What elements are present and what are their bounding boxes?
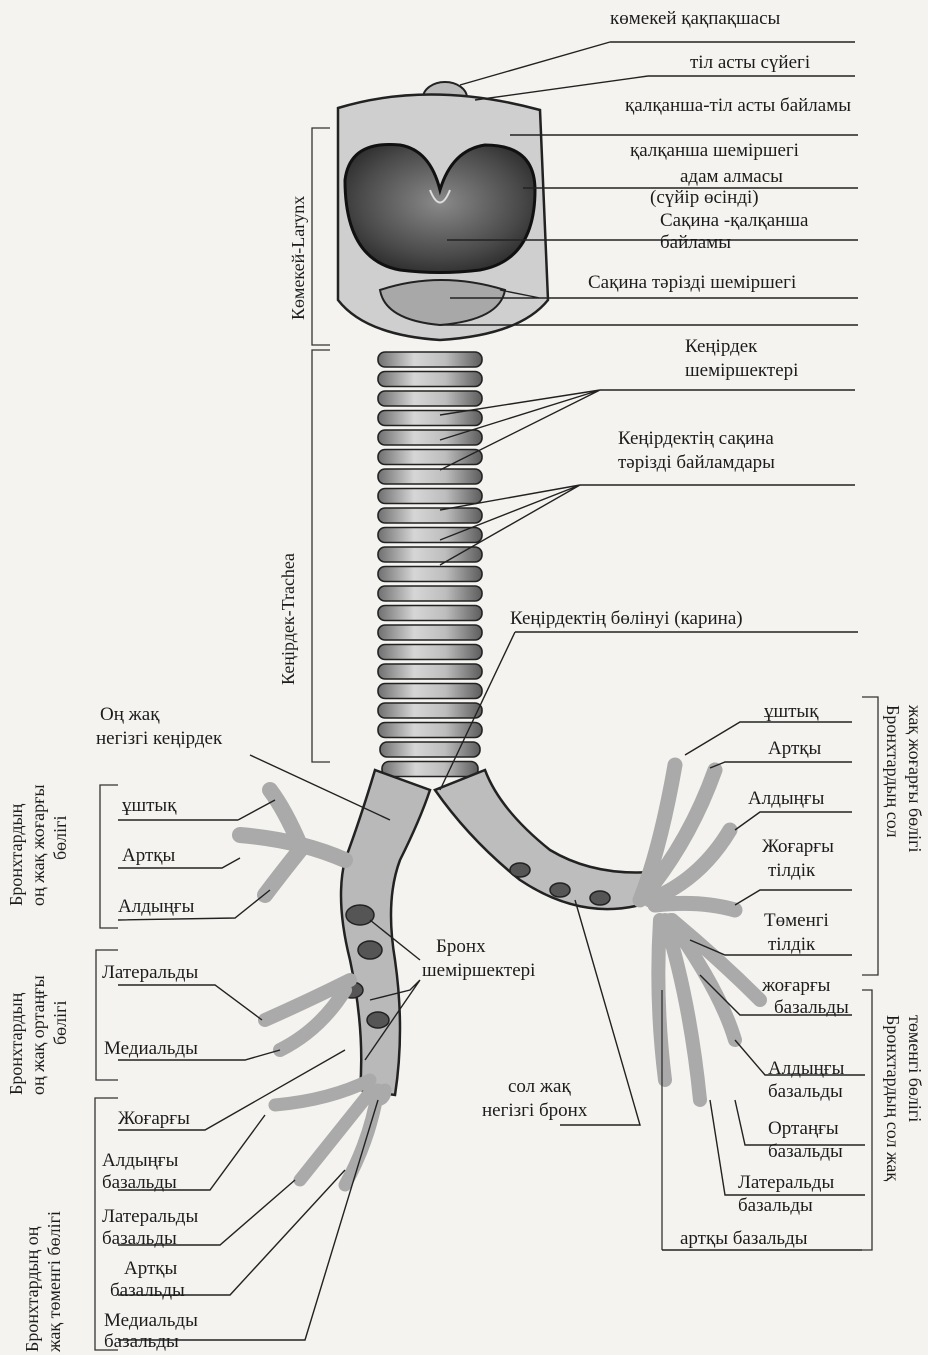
right-medial-label: Медиальды	[104, 1038, 198, 1060]
left-posterior-basal-label: артқы базальды	[680, 1228, 808, 1250]
left-main-bronchus-label: сол жақ	[508, 1076, 571, 1098]
left-upper-lobe-group-label-2: жақ жоғарғы бөлігі	[905, 705, 925, 853]
thyrohyoid-ligament-label: қалқанша-тіл асты байламы	[625, 95, 851, 117]
epiglottis-label: көмекей қақпақшасы	[610, 8, 780, 30]
cricothyroid-ligament-label: Сақина -қалқанша	[660, 210, 808, 232]
right-medial-basal-label: Медиальды	[104, 1310, 198, 1332]
right-medial-basal-label-2: базальды	[104, 1331, 179, 1353]
right-main-bronchus-label: Оң жақ	[100, 704, 159, 726]
right-middle-lobe-group-label-3: бөлігі	[50, 1000, 70, 1045]
carina-label: Кеңірдектің бөлінуі (карина)	[510, 608, 743, 630]
left-posterior-label: Артқы	[768, 738, 821, 760]
right-lateral-label: Латеральды	[102, 962, 198, 984]
annular-ligaments-label: Кеңірдектің сақина	[618, 428, 774, 450]
tracheal-ring	[378, 508, 482, 523]
right-posterior-basal-label-2: базальды	[110, 1280, 185, 1302]
tracheal-ring	[378, 684, 482, 699]
tracheal-ring	[378, 606, 482, 621]
right-lower-lobe-group-label-2: жақ төменгі бөлігі	[44, 1211, 64, 1352]
larynx-region-label: Көмекей-Larynx	[288, 196, 308, 320]
left-inferior-lingular-label-2: тілдік	[768, 934, 815, 956]
tracheal-ring	[378, 489, 482, 504]
tracheal-ring	[378, 664, 482, 679]
adams-apple-sublabel: (сүйір өсінді)	[650, 187, 759, 209]
left-lateral-basal-label: Латеральды	[738, 1172, 834, 1194]
tracheal-ring	[382, 762, 478, 777]
thyroid-cartilage-label: қалқанша шеміршегі	[630, 140, 799, 162]
right-anterior-basal-label-2: базальды	[102, 1172, 177, 1194]
left-upper-lobe-group-label-1: Бронхтардың сол	[883, 705, 903, 837]
right-lower-lobe-group-label-1: Бронхтардың оң	[22, 1227, 42, 1352]
right-superior-label: Жоғарғы	[118, 1108, 190, 1130]
cricothyroid-ligament-label-2: байламы	[660, 232, 731, 254]
right-lateral-basal-label: Латеральды	[102, 1206, 198, 1228]
bronchial-cartilages-label-2: шеміршектері	[422, 960, 535, 982]
right-posterior-basal-label: Артқы	[124, 1258, 177, 1280]
left-anterior-basal-label-2: базальды	[768, 1081, 843, 1103]
left-anterior-label: Алдыңғы	[748, 788, 824, 810]
left-anterior-basal-label: Алдыңғы	[768, 1058, 844, 1080]
left-superior-basal-label-2: базальды	[774, 997, 849, 1019]
left-superior-lingular-label-2: тілдік	[768, 860, 815, 882]
tracheal-ring	[378, 703, 482, 718]
right-posterior-label: Артқы	[122, 845, 175, 867]
trachea-drawing	[378, 352, 482, 777]
annular-ligaments-label-2: тәрізді байламдары	[618, 452, 775, 474]
tracheal-ring	[378, 352, 482, 367]
right-upper-lobe-group-label-3: бөлігі	[50, 815, 70, 860]
left-main-bronchus-label-2: негізгі бронх	[482, 1100, 587, 1122]
right-lateral-basal-label-2: базальды	[102, 1228, 177, 1250]
right-middle-lobe-group-label-2: оң жақ ортаңғы	[28, 975, 48, 1095]
left-lateral-basal-label-2: базальды	[738, 1195, 813, 1217]
right-upper-lobe-group-label-2: оң жақ жоғарғы	[28, 784, 48, 906]
left-lower-lobe-group-label-1: Бронхтардың сол жақ	[883, 1015, 903, 1181]
right-upper-lobe-group-label-1: Бронхтардың	[6, 804, 26, 906]
tracheal-ring	[380, 742, 480, 757]
tracheal-ring	[378, 391, 482, 406]
tracheal-ring	[378, 567, 482, 582]
hyoid-bone-label: тіл асты сүйегі	[690, 52, 810, 74]
tracheal-ring	[378, 645, 482, 660]
left-inferior-lingular-label: Төменгі	[764, 910, 829, 932]
right-anterior-label: Алдыңғы	[118, 896, 194, 918]
left-middle-basal-label: Ортаңғы	[768, 1118, 839, 1140]
adams-apple-label: адам алмасы	[680, 166, 783, 188]
tracheal-ring	[378, 372, 482, 387]
bronchial-cartilages-label: Бронх	[436, 936, 486, 958]
tracheal-ring	[378, 625, 482, 640]
tracheal-cartilages-label-2: шеміршектері	[685, 360, 798, 382]
trachea-region-label: Кеңірдек-Trachea	[278, 553, 298, 685]
right-apical-label: ұштық	[122, 795, 176, 817]
tracheal-cartilages-label: Кеңірдек	[685, 336, 757, 358]
right-anterior-basal-label: Алдыңғы	[102, 1150, 178, 1172]
right-main-bronchus-label-2: негізгі кеңірдек	[96, 728, 222, 750]
left-middle-basal-label-2: базальды	[768, 1141, 843, 1163]
tracheal-ring	[378, 586, 482, 601]
left-lower-lobe-group-label-2: төменгі бөлігі	[905, 1015, 925, 1122]
cricoid-cartilage-label: Сақина тәрізді шеміршегі	[588, 272, 796, 294]
left-apical-label: ұштық	[764, 701, 818, 723]
right-middle-lobe-group-label-1: Бронхтардың	[6, 993, 26, 1095]
left-superior-lingular-label: Жоғарғы	[762, 836, 834, 858]
tracheal-ring	[378, 411, 482, 426]
tracheal-ring	[378, 469, 482, 484]
left-superior-basal-label: жоғарғы	[762, 975, 830, 997]
larynx-drawing	[338, 82, 548, 340]
